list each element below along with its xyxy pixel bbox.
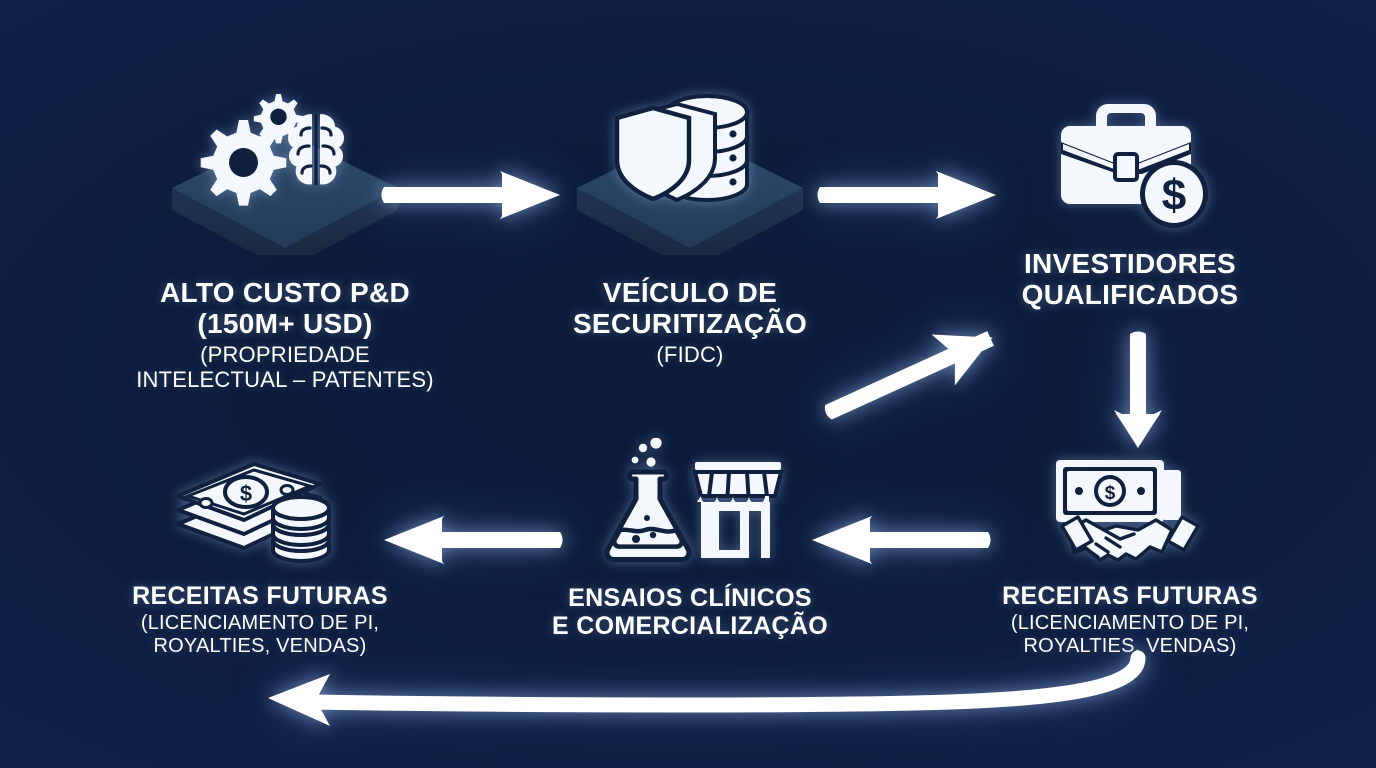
node-revenues-right: $ [960,448,1300,658]
node-subtitle: (FIDC) [656,341,724,367]
arrow-investors-to-revenues [1108,326,1168,451]
node-subtitle: (LICENCIAMENTO DE PI, ROYALTIES, VENDAS) [1010,612,1250,657]
arrow-securitization-to-investors [812,165,1002,225]
node-trials: ENSAIOS CLÍNICOS E COMERCIALIZAÇÃO [520,437,860,640]
arrow-revenues-to-trials [806,510,996,570]
arrow-securitization-to-trials [760,312,1030,452]
node-title: ENSAIOS CLÍNICOS E COMERCIALIZAÇÃO [552,584,828,640]
node-subtitle: (PROPRIEDADE INTELECTUAL – PATENTES) [136,341,434,392]
flask-storefront-icon [595,437,785,566]
node-rd-cost: ALTO CUSTO P&D (150M+ USD) (PROPRIEDADE … [60,80,510,392]
node-subtitle: (LICENCIAMENTO DE PI, ROYALTIES, VENDAS) [140,612,380,657]
arrow-feedback-loop [250,640,1180,726]
node-title: RECEITAS FUTURAS [1002,582,1258,610]
banknote-handshake-icon: $ [1040,448,1220,568]
node-title: RECEITAS FUTURAS [132,582,388,610]
briefcase-dollar-icon: $ [1050,92,1210,232]
node-title: INVESTIDORES QUALIFICADOS [1021,248,1239,311]
svg-text:$: $ [240,481,252,506]
node-revenues-left: $ RECEITAS FUTURAS (LICENCIAMENTO DE PI,… [90,448,430,658]
node-title: ALTO CUSTO P&D (150M+ USD) [160,277,410,340]
svg-text:$: $ [1105,483,1116,504]
node-securitization: VEÍCULO DE SECURITIZAÇÃO (FIDC) [500,80,880,367]
node-investors: $ INVESTIDORES QUALIFICADOS [960,92,1300,311]
arrow-rd-to-securitization [376,165,566,225]
shield-database-platform-icon [565,80,815,255]
node-title: VEÍCULO DE SECURITIZAÇÃO [572,277,808,340]
cash-coins-icon: $ [170,448,350,568]
gears-brain-platform-icon [160,80,410,255]
svg-text:$: $ [1162,171,1186,220]
arrow-trials-to-revenues-left [378,510,568,570]
